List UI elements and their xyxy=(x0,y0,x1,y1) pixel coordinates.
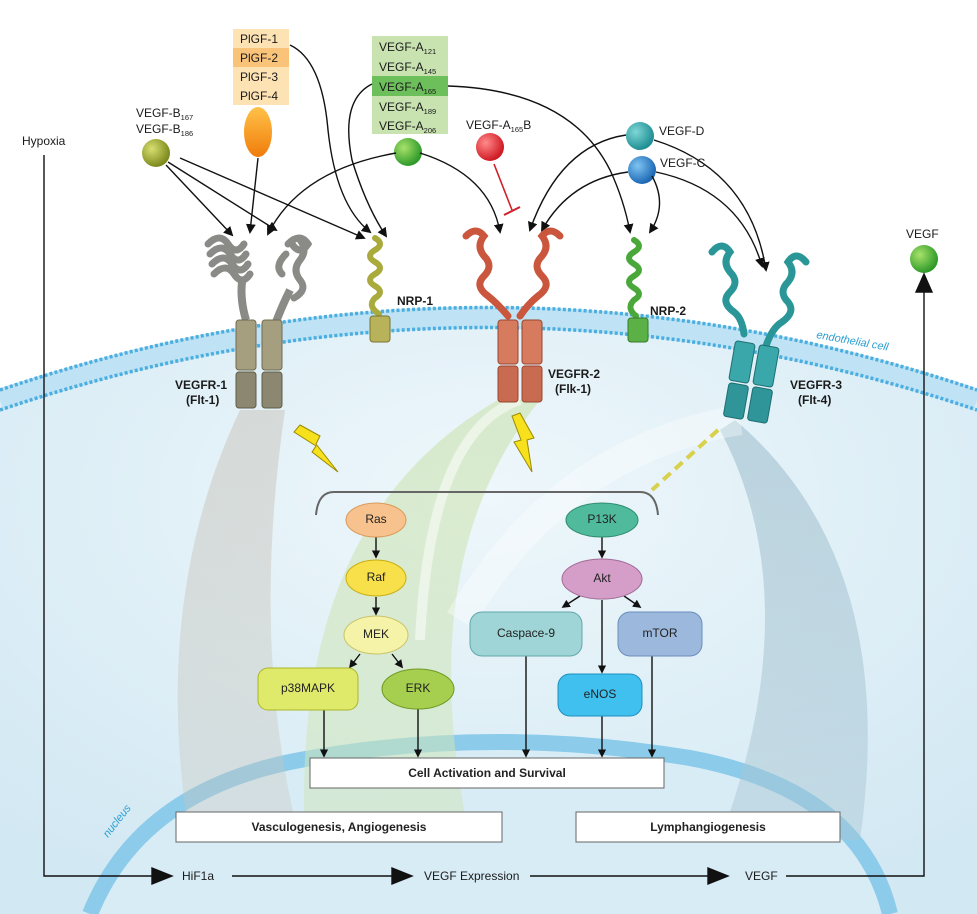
vegfr3-alt-label: (Flt-4) xyxy=(798,393,831,407)
vegfa-206-label: VEGF-A206 xyxy=(379,119,436,135)
plgf-3-label: PlGF-3 xyxy=(240,70,278,84)
vegfa-isoform-list: VEGF-A121 VEGF-A145 VEGF-A165 VEGF-A189 … xyxy=(372,36,448,135)
lymphangiogenesis-label: Lymphangiogenesis xyxy=(650,820,766,834)
vegfa-121-label: VEGF-A121 xyxy=(379,40,436,56)
erk-label: ERK xyxy=(406,681,431,695)
hypoxia-label: Hypoxia xyxy=(22,134,66,148)
pathway-arrows xyxy=(319,537,657,758)
vegf-right-ligand xyxy=(910,245,938,273)
vegfc-label: VEGF-C xyxy=(660,156,706,170)
vegfa-189-label: VEGF-A189 xyxy=(379,100,436,116)
vasculogenesis-label: Vasculogenesis, Angiogenesis xyxy=(252,820,427,834)
plgf-2-label: PlGF-2 xyxy=(240,51,278,65)
vegfd-label: VEGF-D xyxy=(659,124,705,138)
feedback-loop-arrows xyxy=(43,155,934,886)
vegfa165b-label: VEGF-A165B xyxy=(466,118,531,134)
p38mapk-node: p38MAPK xyxy=(257,667,359,711)
nrp2-receptor xyxy=(626,237,649,343)
caspase9-label: Caspace-9 xyxy=(497,626,555,640)
vegfr2-activation-bolt-icon xyxy=(511,412,535,473)
vegfr1-shade xyxy=(177,410,300,840)
akt-node: Akt xyxy=(561,558,643,600)
mtor-node: mTOR xyxy=(617,611,703,657)
vegfa165b-inhibition-line xyxy=(493,163,513,211)
vegfr1-label: VEGFR-1 xyxy=(175,378,227,392)
vegfa165b-ligand xyxy=(476,133,504,161)
raf-label: Raf xyxy=(367,570,386,584)
vegfr2-alt-label: (Flk-1) xyxy=(555,382,591,396)
mek-node: MEK xyxy=(343,615,409,655)
lymphangiogenesis-box: Lymphangiogenesis xyxy=(575,811,841,843)
vegfr3-label: VEGFR-3 xyxy=(790,378,842,392)
vegfr1-alt-label: (Flt-1) xyxy=(186,393,219,407)
vegf-bottom-label: VEGF xyxy=(745,869,778,883)
cell-membrane xyxy=(0,306,977,411)
vegfc-ligand xyxy=(628,156,656,184)
vasculogenesis-box: Vasculogenesis, Angiogenesis xyxy=(175,811,503,843)
vegf-right-label: VEGF xyxy=(906,227,939,241)
signaling-bracket xyxy=(315,491,659,516)
enos-label: eNOS xyxy=(584,687,617,701)
akt-label: Akt xyxy=(593,571,611,585)
binding-arrows xyxy=(165,44,770,272)
cell-activation-label: Cell Activation and Survival xyxy=(408,766,566,780)
caspase9-node: Caspace-9 xyxy=(469,611,583,657)
vegfr1-receptor xyxy=(204,234,313,409)
ras-node: Ras xyxy=(345,502,407,538)
raf-node: Raf xyxy=(345,559,407,597)
cell-activation-box: Cell Activation and Survival xyxy=(309,757,665,789)
vegfr2-label: VEGFR-2 xyxy=(548,367,600,381)
plgf-1-label: PlGF-1 xyxy=(240,32,278,46)
vegf-expression-label: VEGF Expression xyxy=(424,869,519,883)
vegfa-165-label: VEGF-A165 xyxy=(379,80,436,96)
nrp2-label: NRP-2 xyxy=(650,304,686,318)
plgf-ligand xyxy=(244,107,272,157)
vegfr2-receptor xyxy=(462,227,564,403)
vegfr1-activation-bolt-icon xyxy=(293,424,339,473)
pi3k-node: P13K xyxy=(565,502,639,538)
plgf-4-label: PlGF-4 xyxy=(240,89,278,103)
plgf-list: PlGF-1 PlGF-2 PlGF-3 PlGF-4 xyxy=(233,29,289,105)
vegfa-145-label: VEGF-A145 xyxy=(379,60,436,76)
enos-node: eNOS xyxy=(557,673,643,717)
vegfd-ligand xyxy=(626,122,654,150)
erk-node: ERK xyxy=(381,668,455,710)
vegfb-167-label: VEGF-B167 xyxy=(136,106,193,122)
p38mapk-label: p38MAPK xyxy=(281,681,335,695)
vegfa-ligand xyxy=(394,138,422,166)
nrp1-receptor xyxy=(367,235,391,343)
ras-label: Ras xyxy=(365,512,386,526)
mtor-label: mTOR xyxy=(642,626,677,640)
nrp1-label: NRP-1 xyxy=(397,294,433,308)
vegfr3-shade xyxy=(720,420,868,840)
pi3k-label: P13K xyxy=(587,512,616,526)
hif1a-label: HiF1a xyxy=(182,869,214,883)
mek-label: MEK xyxy=(363,627,389,641)
vegfb-186-label: VEGF-B186 xyxy=(136,122,193,138)
vegfb-ligand xyxy=(142,139,170,167)
vegfr3-receptor xyxy=(708,242,810,424)
